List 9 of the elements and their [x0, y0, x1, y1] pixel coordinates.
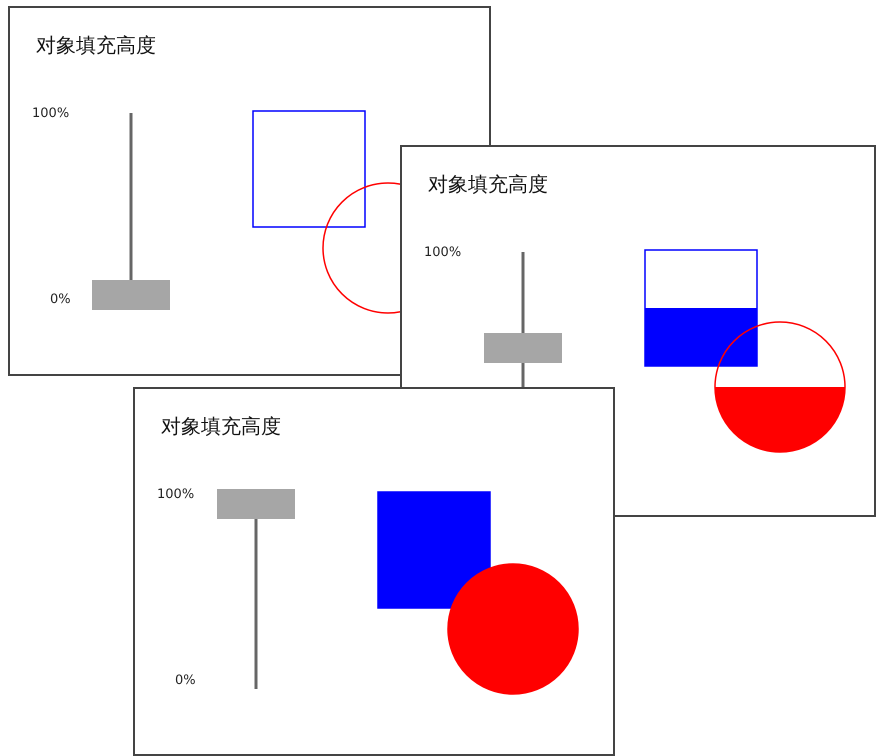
panel-title: 对象填充高度 — [428, 171, 548, 198]
panel-title: 对象填充高度 — [161, 413, 281, 440]
panel-title: 对象填充高度 — [36, 32, 156, 59]
scale-label: 100% — [157, 487, 194, 502]
scale-label: 100% — [32, 106, 70, 121]
scale-label: 0% — [175, 673, 196, 688]
scale-label: 0% — [50, 292, 71, 307]
scale-label: 100% — [424, 245, 462, 260]
window-dialog — [133, 387, 615, 756]
